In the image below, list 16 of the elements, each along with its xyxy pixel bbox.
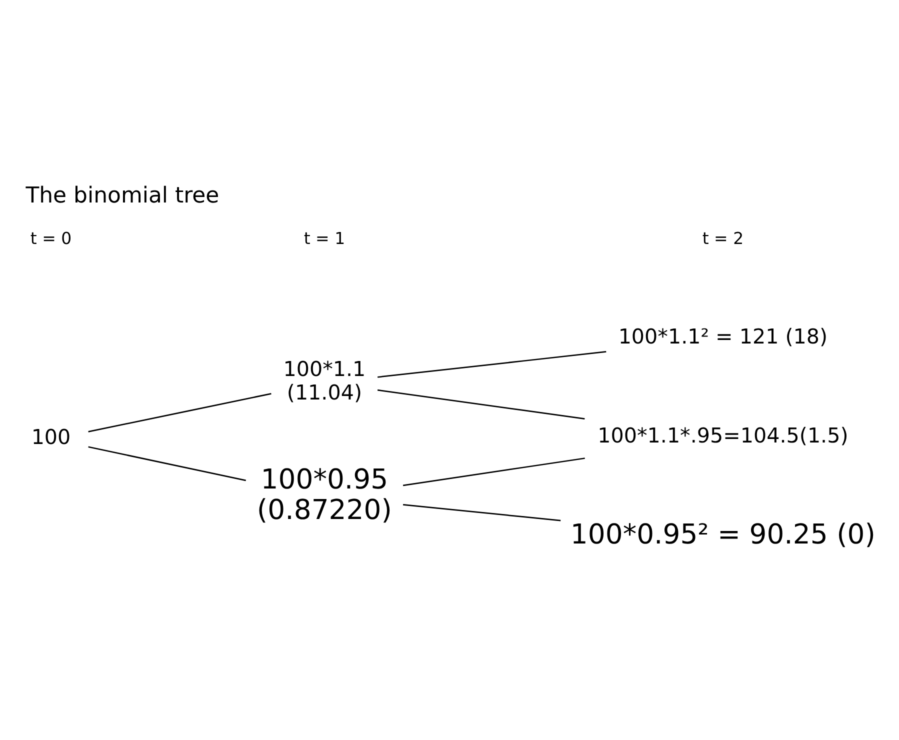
node-text: 100*1.1 (11.04): [283, 356, 366, 404]
node-text: 100*1.1² = 121 (18): [618, 324, 828, 348]
node-text: 100*0.95² = 90.25 (0): [570, 518, 876, 550]
connector: [377, 350, 606, 378]
label: t = 1: [304, 228, 346, 248]
connector: [377, 388, 585, 419]
node-text: 100*1.1*.95=104.5(1.5): [598, 423, 848, 448]
connector: [88, 446, 246, 481]
node-text: 100: [31, 424, 71, 449]
connector: [88, 392, 272, 432]
diagram-title: The binomial tree: [26, 183, 220, 208]
connector: [403, 504, 561, 521]
connector: [402, 457, 585, 486]
node-text: 100*0.95 (0.87220): [256, 463, 392, 526]
label: t = 2: [702, 228, 744, 248]
label: t = 0: [30, 228, 72, 248]
